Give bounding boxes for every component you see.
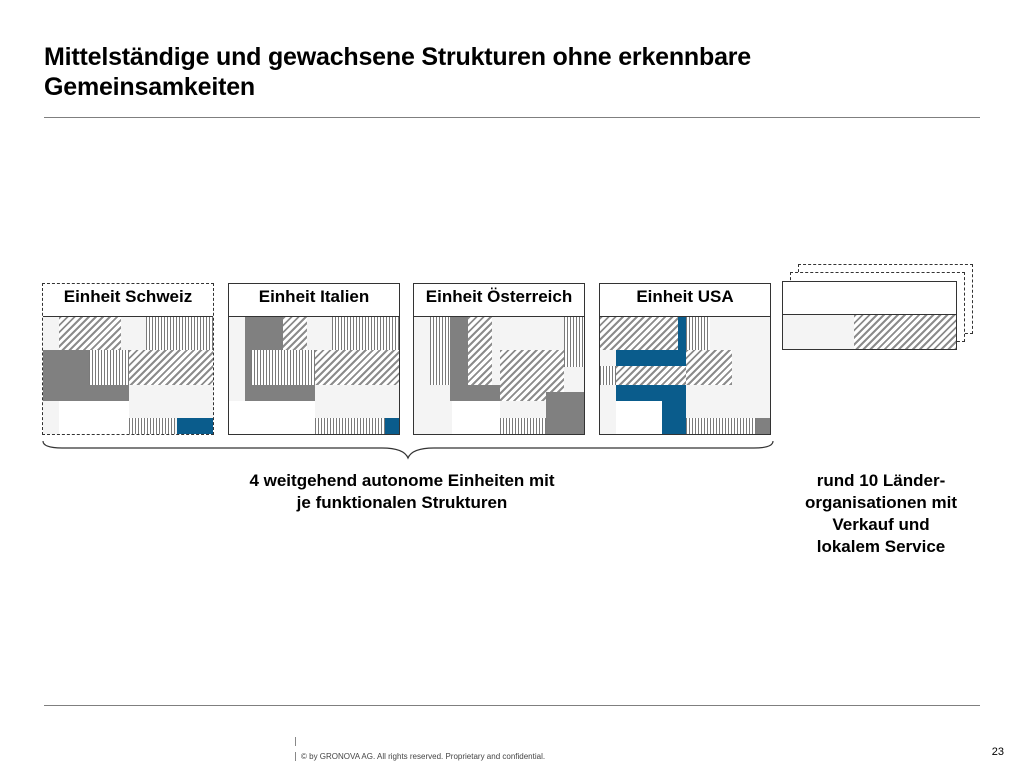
block-striped [686,317,710,350]
footer-separator [295,752,296,761]
block-white [59,401,129,434]
block-blue [177,418,213,434]
page-number: 23 [991,746,1004,758]
block-dark [450,317,468,401]
block-striped [332,317,399,350]
block-light [783,315,854,349]
footer-separator [295,737,296,746]
page-title: Mittelständige und gewachsene Strukturen… [44,43,752,101]
footer-divider [44,705,980,706]
block-white [229,401,315,434]
block-striped [129,418,175,434]
block-blue [662,401,686,434]
block-dark [546,418,584,434]
unit-label: Einheit Italien [229,284,399,317]
block-dark [245,385,315,401]
block-striped [89,350,129,385]
block-blue [616,350,686,366]
unit-italien: Einheit Italien [228,283,400,435]
footer-copyright: © by GRONOVA AG. All rights reserved. Pr… [301,752,546,761]
unit-label: Einheit Österreich [414,284,584,317]
block-hatched [616,366,686,385]
block-dark [468,385,500,401]
block-hatched [59,317,121,350]
caption-country-organisations: rund 10 Länder-organisationen mit Verkau… [804,471,958,556]
block-white [616,401,662,434]
country-org-front [782,281,957,350]
block-dark [43,350,89,401]
block-striped [251,350,315,385]
unit-schweiz: Einheit Schweiz [42,283,214,435]
unit-usa: Einheit USA [599,283,771,435]
block-blue [616,385,686,401]
block-hatched [854,315,956,349]
block-hatched [600,317,678,350]
title-divider [44,117,980,118]
unit-label: Einheit USA [600,284,770,317]
unit-oesterreich: Einheit Österreich [413,283,585,435]
block-striped [146,317,213,350]
block-striped [430,317,450,385]
block-striped [600,366,616,385]
block-white [452,401,500,434]
block-hatched [129,350,213,385]
block-hatched [315,350,399,385]
block-dark [546,392,584,418]
block-hatched [283,317,307,350]
block-dark [756,418,770,434]
caption-autonomous-units: 4 weitgehend autonome Einheiten mit je f… [249,471,555,512]
block-hatched [468,317,492,385]
brace [42,440,774,460]
block-striped [686,418,756,434]
country-org-divider [783,314,956,315]
block-blue [385,418,399,434]
block-striped [500,418,546,434]
block-striped [315,418,385,434]
block-blue [678,317,686,350]
unit-label: Einheit Schweiz [43,284,213,317]
block-striped [564,317,584,367]
block-hatched [686,350,732,385]
